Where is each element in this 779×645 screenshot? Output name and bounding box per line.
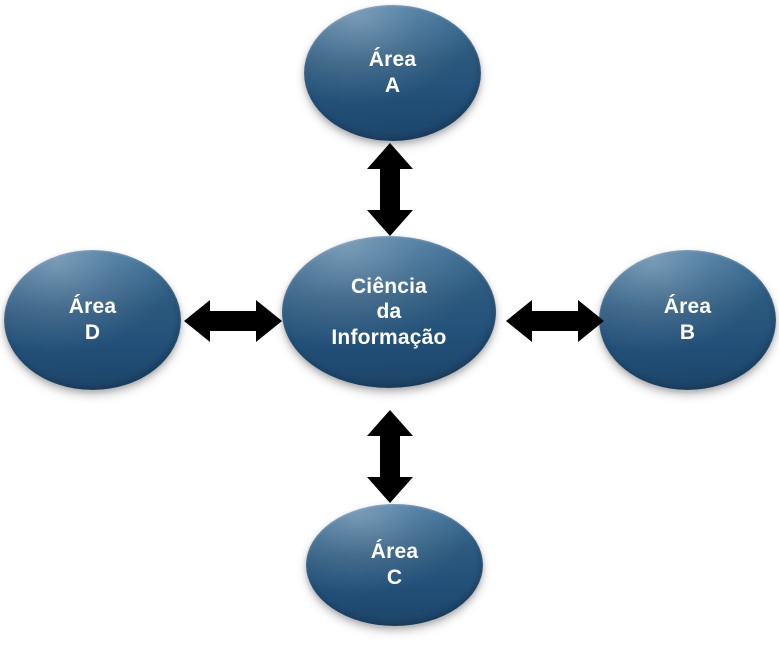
double-arrow-vertical-icon: [367, 143, 413, 236]
node-area-b[interactable]: Área B: [599, 250, 776, 390]
connector-center-area-a: [362, 142, 418, 237]
double-arrow-horizontal-icon: [184, 300, 282, 342]
node-area-d-label: Área D: [68, 295, 117, 344]
node-area-c[interactable]: Área C: [306, 504, 483, 626]
connector-center-area-b: [505, 296, 605, 346]
node-area-a-label: Área A: [368, 48, 417, 97]
node-area-a[interactable]: Área A: [304, 5, 481, 141]
node-area-b-label: Área B: [663, 295, 712, 344]
connector-center-area-c: [362, 409, 418, 504]
node-ciencia-da-informacao-label: Ciência da Informação: [331, 274, 447, 349]
node-area-c-label: Área C: [370, 540, 419, 589]
double-arrow-vertical-icon: [367, 410, 413, 503]
double-arrow-horizontal-icon: [506, 300, 604, 342]
node-area-d[interactable]: Área D: [4, 250, 181, 390]
node-ciencia-da-informacao[interactable]: Ciência da Informação: [282, 236, 496, 388]
connector-center-area-d: [183, 296, 283, 346]
